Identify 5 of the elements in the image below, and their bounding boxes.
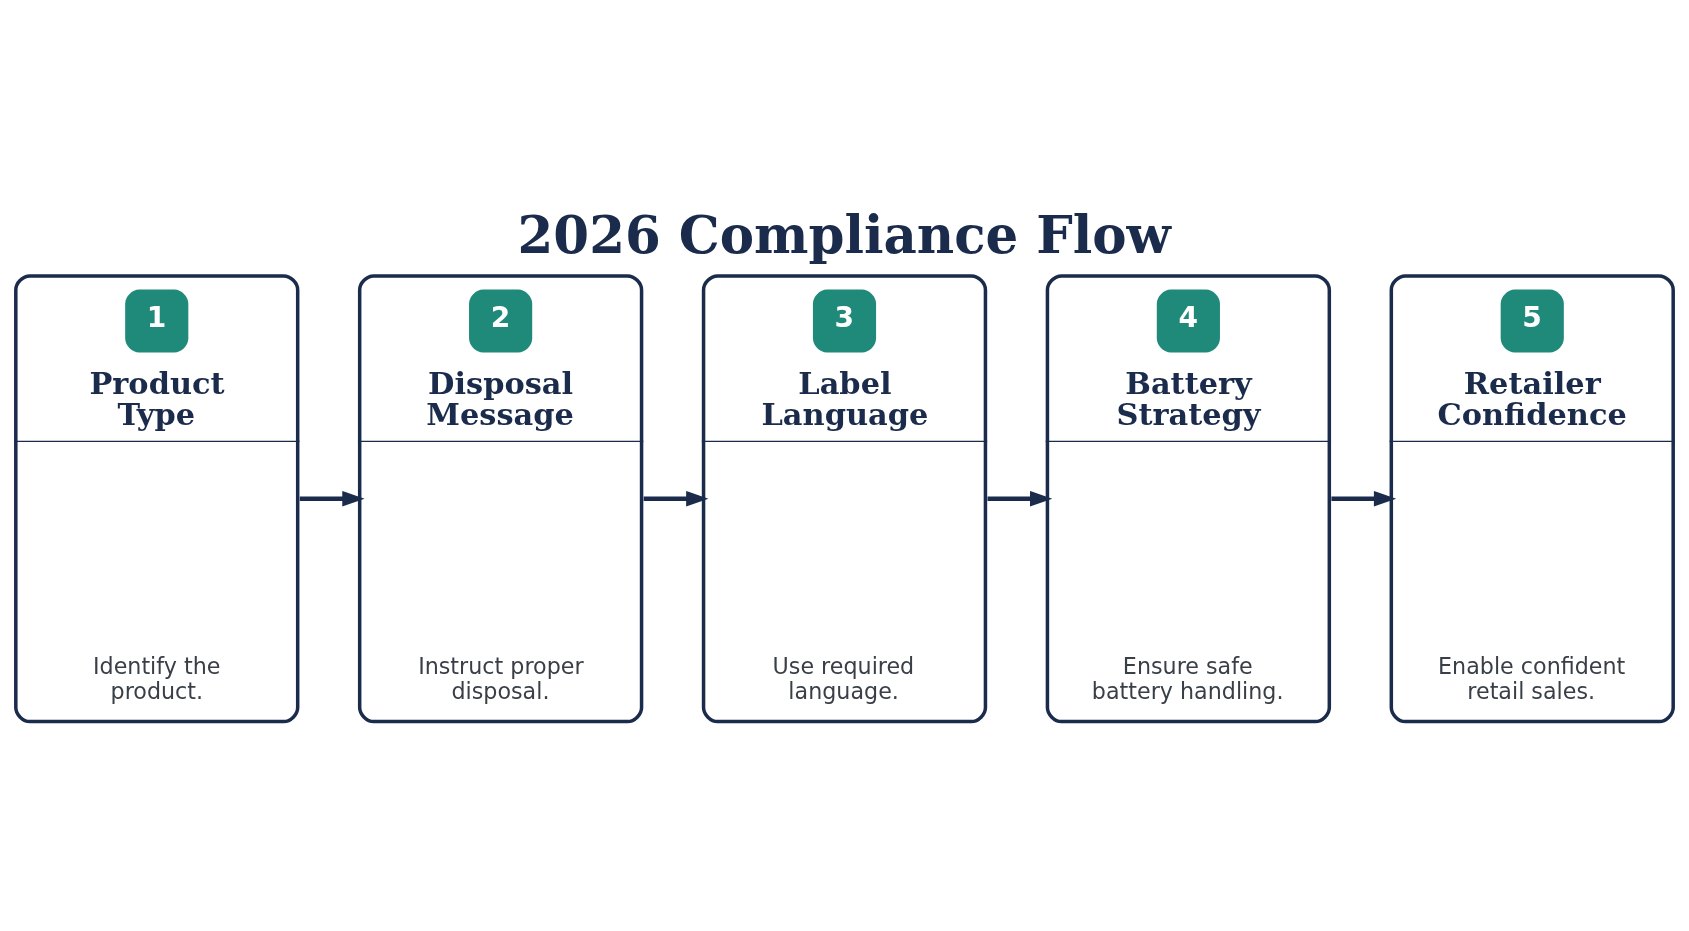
arrow: [643, 490, 709, 507]
diagram-title: 2026 Compliance Flow: [517, 204, 1171, 265]
arrow: [987, 490, 1053, 507]
arrow: [299, 490, 365, 507]
arrow: [1331, 490, 1397, 507]
